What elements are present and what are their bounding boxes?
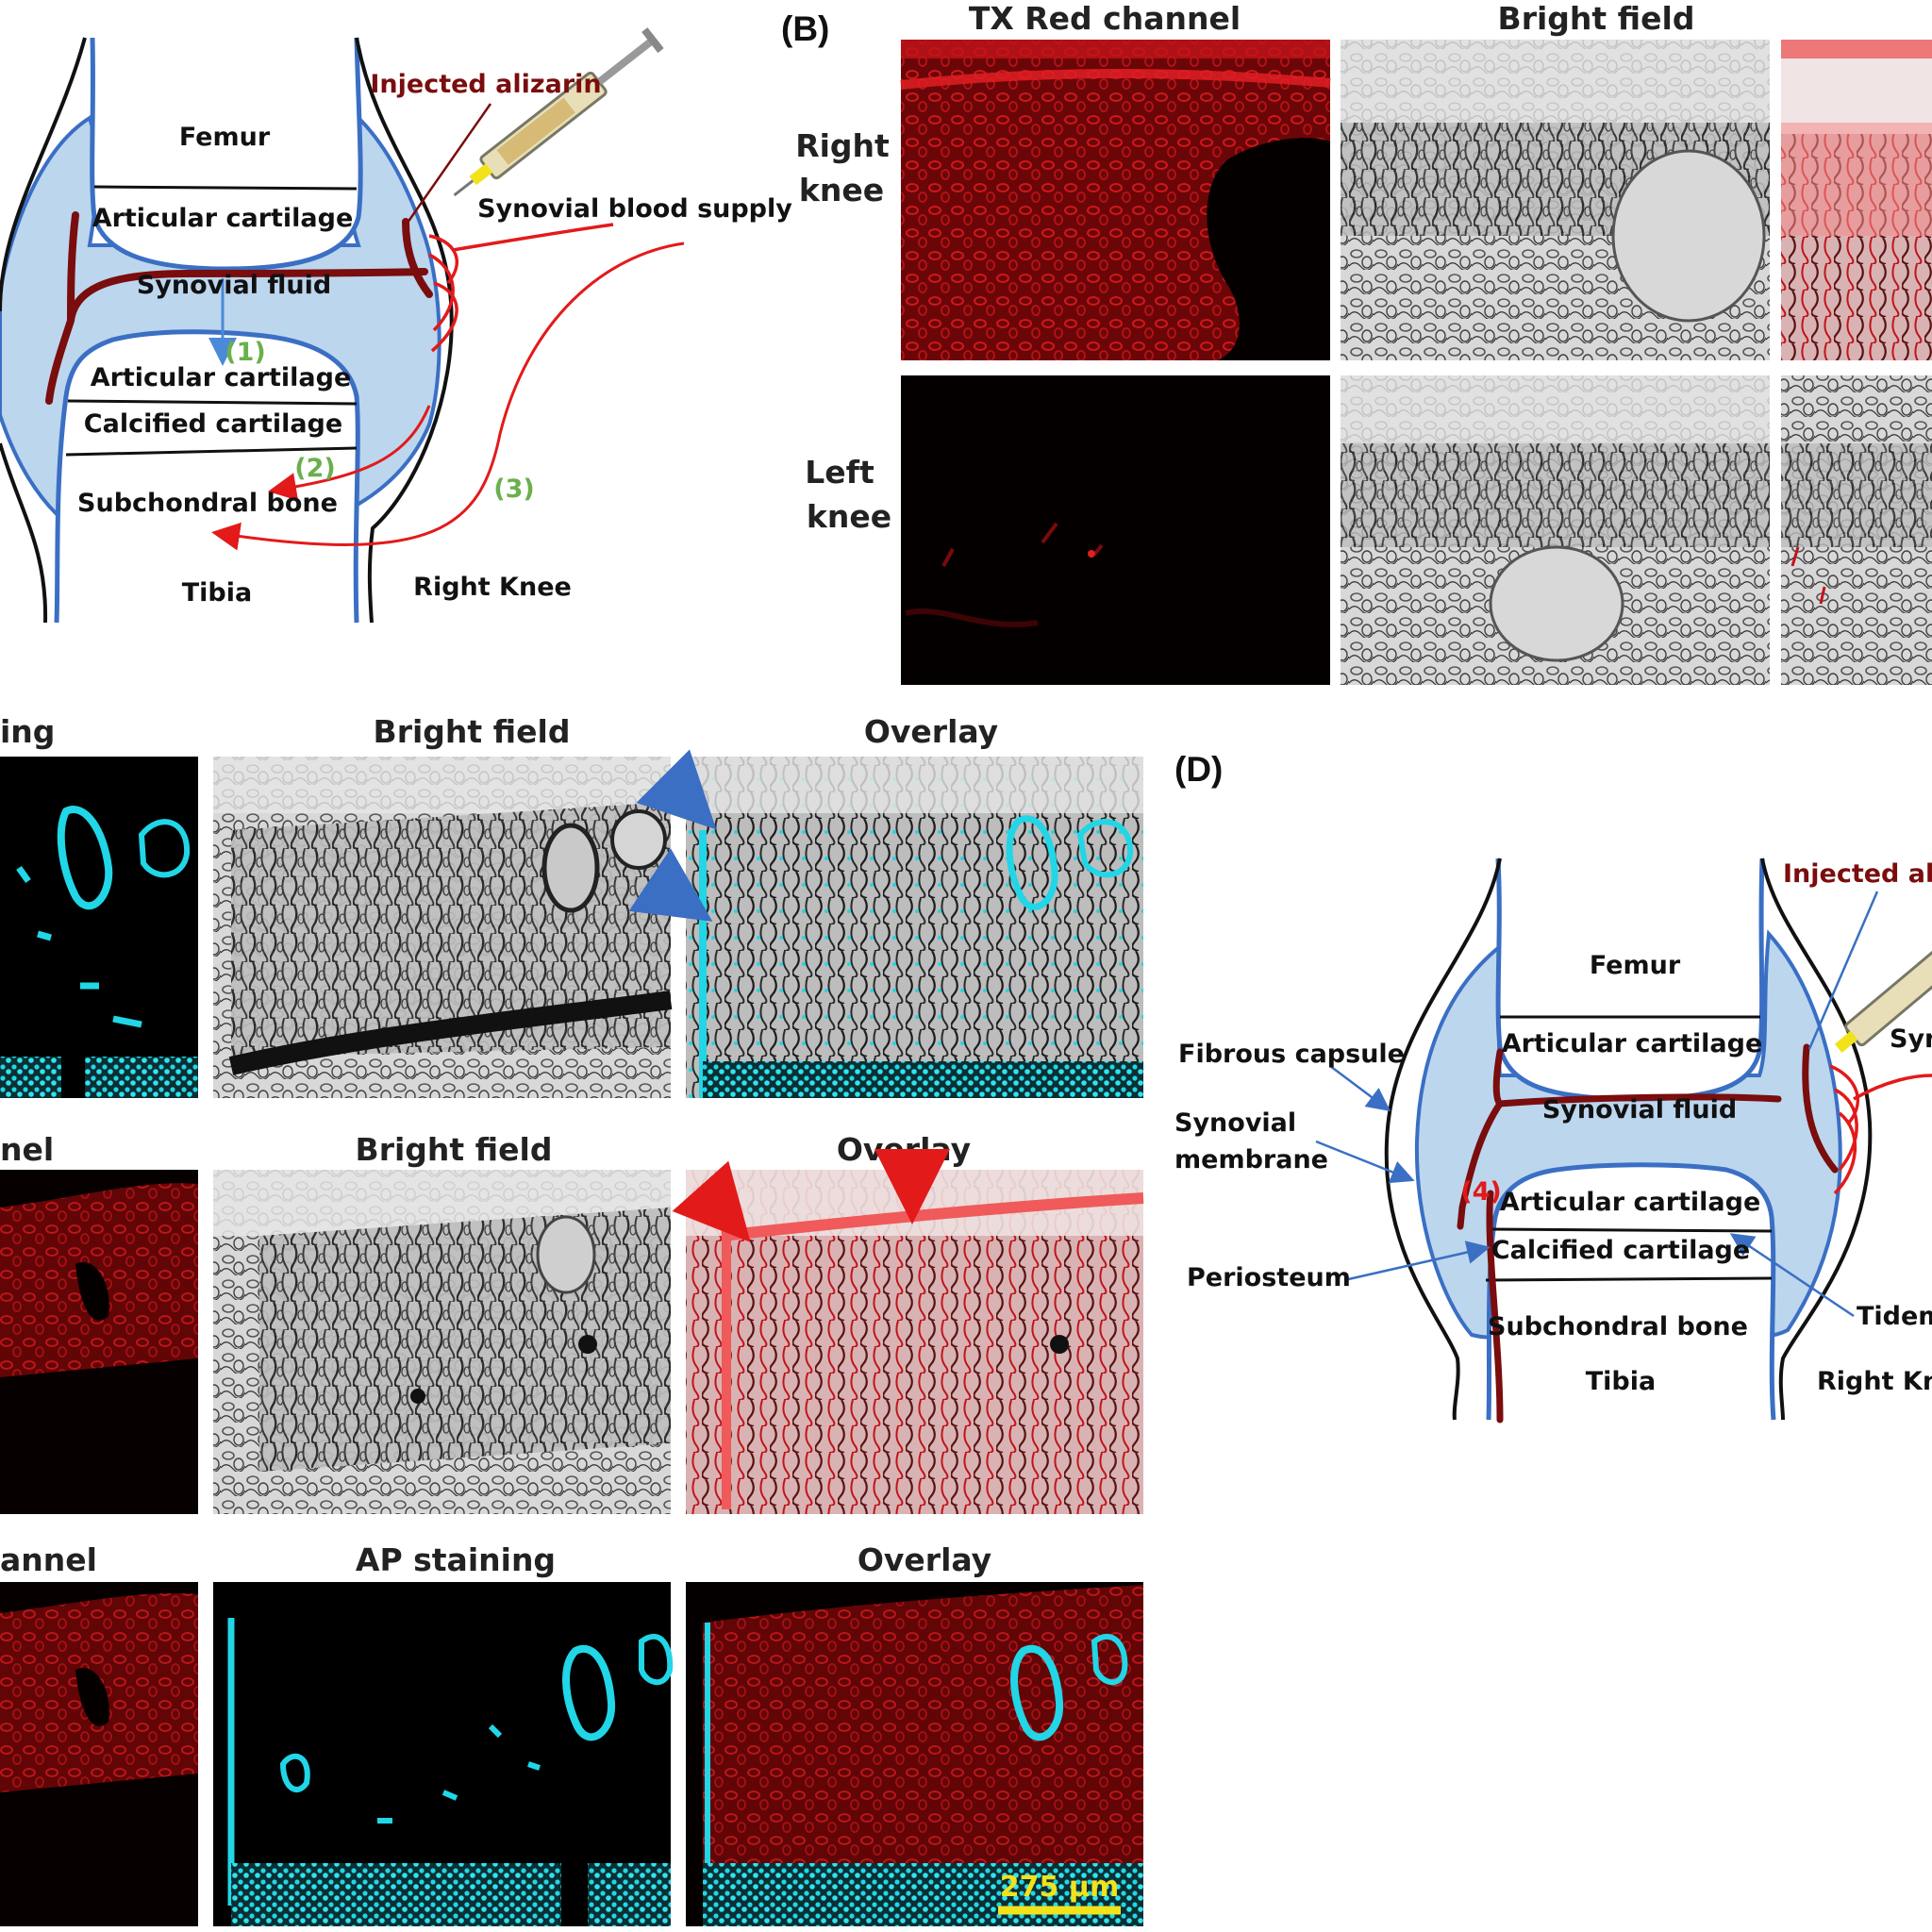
- d-label-periosteum: Periosteum: [1187, 1263, 1351, 1292]
- d-periosteum-pointer: [1343, 1241, 1491, 1282]
- d-tidemark-pointer: [1729, 1233, 1855, 1318]
- d-marker-4: (4): [1460, 1177, 1501, 1207]
- label-synovial-fluid: Synovial fluid: [137, 271, 331, 300]
- panel-c-r2-col1-title: nel: [0, 1131, 54, 1168]
- micrograph-b-right-bright: [1341, 40, 1770, 360]
- syringe-icon: [453, 27, 664, 197]
- panel-c-r3-col2-title: AP staining: [356, 1541, 556, 1578]
- cyan-arrow-1: [636, 749, 717, 830]
- d-tibia-layer-line-1: [1490, 1227, 1773, 1233]
- panel-c: ing Bright field Overlay nel Bright fiel…: [0, 713, 1144, 1926]
- panel-b-row-right-line2: knee: [799, 172, 884, 208]
- skin-outline-left: [0, 37, 87, 312]
- panel-b-row-left-line2: knee: [807, 498, 891, 535]
- label-right-knee: Right Knee: [413, 573, 572, 602]
- skin-outline-right: [355, 37, 454, 624]
- micrograph-c-r1-ap: [0, 757, 198, 1098]
- panel-c-r2-col2-title: Bright field: [356, 1131, 553, 1168]
- tibia-layer-line-2: [65, 446, 358, 457]
- d-label-calcified-cartilage: Calcified cartilage: [1491, 1236, 1750, 1265]
- d-label-injected-alizarin: Injected aliz: [1783, 859, 1932, 889]
- d-fibrous-capsule-pointer: [1329, 1065, 1391, 1111]
- panel-b-row-right-line1: Right: [795, 127, 890, 164]
- tibia-layer-line-1: [67, 399, 358, 406]
- d-label-synovial-cut: Syn: [1890, 1024, 1932, 1054]
- panel-b-col-tx-red: TX Red channel: [969, 0, 1241, 37]
- d-label-subchondral-bone: Subchondral bone: [1488, 1312, 1748, 1341]
- d-label-femur: Femur: [1590, 951, 1681, 980]
- micrograph-c-r2-txred: [0, 1170, 198, 1514]
- micrograph-b-left-bright: [1341, 375, 1770, 685]
- marker-2: (2): [294, 454, 335, 483]
- d-label-articular-cartilage-top: Articular cartilage: [1502, 1029, 1763, 1058]
- panel-c-r1-col1-title: ing: [0, 713, 55, 750]
- micrograph-c-r3-overlay: 275 µm: [686, 1582, 1143, 1926]
- femur-layer-line: [93, 185, 358, 191]
- d-label-fibrous-capsule: Fibrous capsule: [1178, 1040, 1405, 1069]
- d-label-synovial-membrane-line1: Synovial: [1174, 1108, 1296, 1138]
- label-articular-cartilage-bottom: Articular cartilage: [91, 363, 352, 392]
- d-alizarin-pointer: [1807, 891, 1879, 1050]
- panel-b-col-bright: Bright field: [1498, 0, 1695, 37]
- d-label-synovial-membrane-line2: membrane: [1174, 1145, 1328, 1174]
- d-synovial-blood-supply-vessels: [1829, 1064, 1932, 1195]
- marker-1: (1): [225, 338, 265, 367]
- panel-d-label: (D): [1174, 750, 1223, 789]
- panel-c-r1-col2-title: Bright field: [374, 713, 571, 750]
- alizarin-vessel: [45, 211, 433, 405]
- d-synovial-membrane-pointer: [1315, 1140, 1415, 1184]
- d-skin-outline-left: [1384, 858, 1502, 1421]
- skin-outline-left-low: [0, 442, 48, 624]
- micrograph-b-left-overlay: [1781, 375, 1932, 685]
- panel-c-r3-col3-title: Overlay: [858, 1541, 991, 1578]
- d-label-right-knee: Right Kne: [1817, 1367, 1932, 1396]
- synovial-blood-supply-vessels: [428, 223, 614, 353]
- label-tibia: Tibia: [182, 578, 252, 608]
- panel-a-schematic: Femur Articular cartilage Synovial fluid…: [0, 27, 792, 624]
- panel-b: (B) TX Red channel Bright field Right kn…: [781, 0, 1932, 685]
- cyan-arrow-2: [628, 848, 713, 922]
- micrograph-b-left-txred: [901, 375, 1330, 685]
- label-articular-cartilage-top: Articular cartilage: [92, 204, 354, 233]
- micrograph-c-r2-bright: [213, 1170, 671, 1514]
- pathway-arrow-2: [268, 405, 431, 501]
- panel-c-r1-col3-title: Overlay: [864, 713, 998, 750]
- d-label-synovial-fluid: Synovial fluid: [1542, 1095, 1737, 1124]
- femur-outline: [90, 37, 363, 272]
- micrograph-c-r3-txred: [0, 1582, 198, 1926]
- panel-b-row-left-line1: Left: [805, 454, 874, 491]
- d-syringe-icon: [1834, 935, 1932, 1054]
- scale-bar-label: 275 µm: [1000, 1871, 1119, 1904]
- panel-c-r2-col3-title: Overlay: [837, 1131, 971, 1168]
- marker-3: (3): [493, 475, 534, 504]
- red-arrow-1: [672, 1160, 751, 1242]
- d-tibia-layer-line-2: [1485, 1276, 1773, 1282]
- pathway-arrow-3: [211, 242, 685, 551]
- d-label-tidemark: Tidem: [1857, 1302, 1932, 1331]
- label-injected-alizarin: Injected alizarin: [370, 70, 601, 99]
- d-skin-outline-right: [1760, 858, 1873, 1421]
- micrograph-b-right-txred: [900, 40, 1331, 360]
- panel-c-r3-col1-title: annel: [0, 1541, 97, 1578]
- micrograph-c-r3-ap: [213, 1582, 674, 1926]
- d-label-articular-cartilage-bottom: Articular cartilage: [1500, 1188, 1761, 1217]
- panel-d: (D) Injected aliz Femur Articular cartil…: [1174, 750, 1932, 1424]
- micrograph-c-r2-overlay: [672, 1149, 1144, 1514]
- label-femur: Femur: [179, 123, 271, 152]
- tibia-outline: [54, 329, 360, 624]
- micrograph-c-r1-overlay: [628, 749, 1143, 1098]
- label-synovial-blood-supply: Synovial blood supply: [477, 194, 792, 224]
- d-alizarin-vessel: [1457, 1043, 1839, 1424]
- label-subchondral-bone: Subchondral bone: [77, 489, 338, 518]
- label-calcified-cartilage: Calcified cartilage: [84, 409, 342, 439]
- micrograph-b-right-overlay: [1781, 40, 1932, 360]
- d-label-tibia: Tibia: [1586, 1367, 1656, 1396]
- micrograph-c-r1-bright: [213, 757, 673, 1098]
- panel-b-label: (B): [781, 9, 829, 48]
- alizarin-pointer: [406, 103, 492, 224]
